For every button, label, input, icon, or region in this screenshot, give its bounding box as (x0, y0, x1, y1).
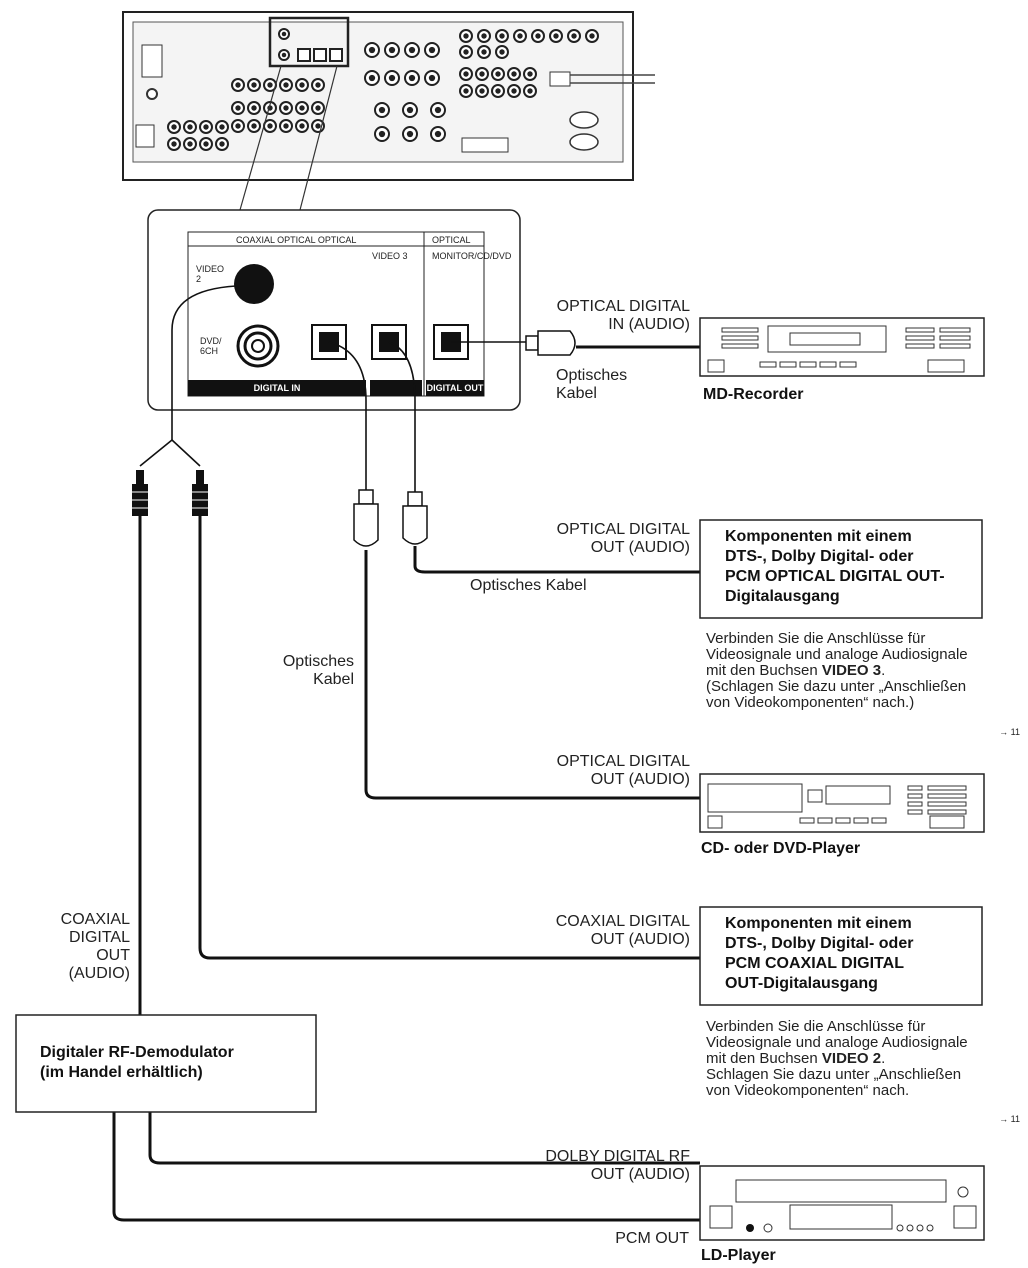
zoom-line (239, 65, 282, 211)
video2-note-bold: VIDEO 2 (821, 1050, 882, 1067)
pcm-cable-ld (112, 1112, 700, 1222)
cd-dvd-player-device (699, 773, 985, 833)
panel-video3-label: VIDEO 3 (372, 251, 408, 261)
video3-note-a: Verbinden Sie die Anschlüsse für Videosi… (706, 630, 968, 679)
optical-cable-label-2: Optisches Kabel (470, 577, 587, 594)
zoom-line (299, 65, 338, 211)
panel-header-left: COAXIAL OPTICAL OPTICAL (236, 235, 356, 245)
page-reference-2: → 11 (999, 1114, 1020, 1124)
demodulator-text: Digitaler RF-Demodulator(im Handel erhäl… (40, 1044, 234, 1081)
md-recorder-label: MD-Recorder (703, 386, 803, 403)
optical-plug-cd (353, 489, 379, 547)
md-recorder-device (699, 317, 985, 377)
coax-cable-component (198, 516, 700, 960)
ld-player-label: LD-Player (701, 1247, 776, 1264)
optical-cable-component (388, 341, 416, 492)
optical-jack-in-1 (311, 324, 347, 360)
optical-plug-component (402, 491, 428, 545)
panel-monitor-label: MONITOR/CD/DVD (432, 251, 512, 261)
coax-plug-left (132, 470, 148, 516)
panel-header-right: OPTICAL (432, 235, 471, 245)
panel-dvd6ch-label: DVD/6CH (200, 336, 222, 356)
digital-out-label: DIGITAL OUT (427, 383, 484, 393)
optical-cable-component-lower (413, 546, 700, 574)
coax-plug-right (192, 470, 208, 516)
optical-cable-cd-lower (364, 550, 700, 800)
coaxial-component-box (699, 906, 983, 1006)
zoomed-digital-panel: COAXIAL OPTICAL OPTICAL OPTICAL VIDEO 3 … (147, 209, 521, 411)
demodulator-box (15, 1014, 317, 1113)
ld-player-device (699, 1165, 985, 1241)
cables (112, 285, 700, 1222)
cd-dvd-player-label: CD- oder DVD-Player (701, 840, 860, 857)
coax-cable-video2 (171, 285, 237, 440)
video2-note: Verbinden Sie die Anschlüsse für Videosi… (706, 1019, 1022, 1099)
video2-note-a: Verbinden Sie die Anschlüsse für Videosi… (706, 1018, 968, 1067)
video3-note-bold: VIDEO 3 (821, 662, 882, 679)
receiver-rear-panel (122, 11, 655, 181)
video3-note-b: . (Schlagen Sie dazu unter „Anschließen … (706, 662, 967, 711)
coaxial-jack-video2 (234, 264, 274, 304)
pcm-out-label: PCM OUT (615, 1230, 689, 1247)
rf-cable-ld (148, 1112, 700, 1165)
optical-plug-md (525, 330, 576, 356)
page-reference-1: → 11 (999, 727, 1020, 737)
video3-note: Verbinden Sie die Anschlüsse für Videosi… (706, 631, 1022, 711)
digital-in-label: DIGITAL IN (254, 383, 301, 393)
optical-component-box (699, 519, 983, 619)
optical-cable-cd (328, 341, 367, 490)
video2-note-b: . Schlagen Sie dazu unter „Anschließen v… (706, 1050, 962, 1099)
